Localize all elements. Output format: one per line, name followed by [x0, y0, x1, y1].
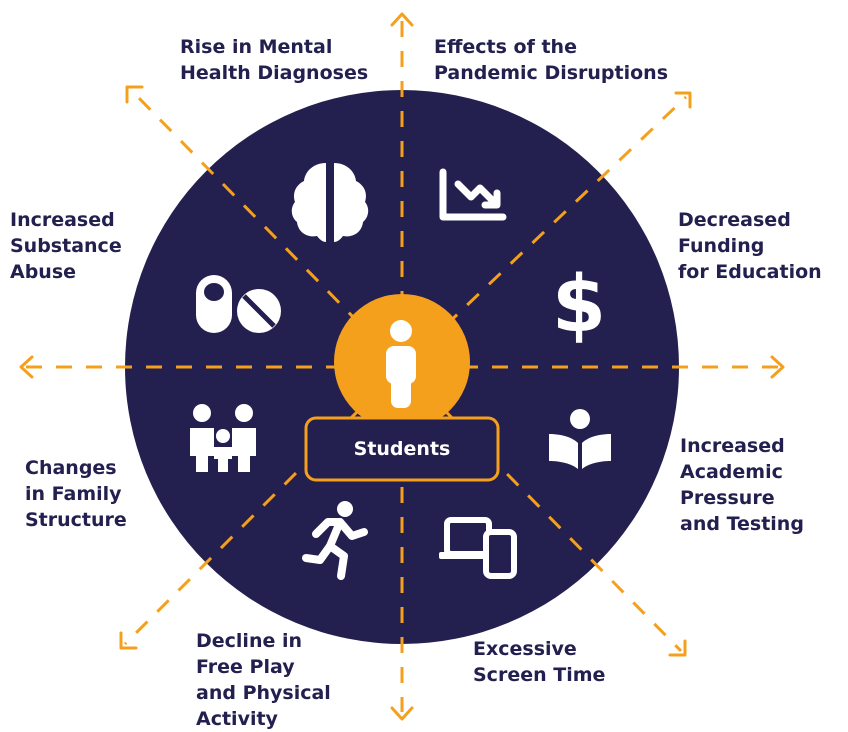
- book-reader-icon: [549, 409, 611, 469]
- factor-label-mental-health: Rise in Mental Health Diagnoses: [180, 36, 369, 84]
- family-icon: [190, 404, 256, 472]
- running-person-icon: [302, 501, 368, 580]
- arrowhead-bottom-left: [119, 631, 138, 650]
- dollar-icon: $: [552, 260, 606, 350]
- arrowhead-bottom-right: [668, 639, 687, 657]
- chart-decline-icon: [439, 168, 507, 221]
- factor-label-screen-time: Excessive Screen Time: [473, 638, 606, 686]
- brain-icon: [291, 163, 369, 242]
- arrowhead-top-left: [125, 85, 144, 104]
- spoke-bottom-right: [400, 365, 683, 653]
- factor-label-pandemic: Effects of the Pandemic Disruptions: [434, 36, 669, 84]
- arrowhead-top-right: [674, 91, 692, 109]
- svg-text:$: $: [552, 260, 606, 350]
- center-label: Students: [353, 438, 451, 460]
- factor-label-substance: Increased Substance Abuse: [10, 209, 122, 283]
- devices-icon: [439, 517, 517, 579]
- pills-icon: [196, 275, 281, 333]
- factor-label-family: Changes in Family Structure: [25, 457, 127, 531]
- arrowhead-bottom: [390, 706, 414, 721]
- factor-label-free-play: Decline in Free Play and Physical Activi…: [196, 630, 331, 730]
- arrowheads: [19, 12, 785, 721]
- person-icon: [386, 320, 416, 408]
- arrowhead-top: [390, 12, 414, 27]
- arrowhead-left: [19, 355, 34, 379]
- center-label-box: [304, 416, 500, 482]
- factor-label-funding: Decreased Funding for Education: [678, 209, 822, 283]
- factor-label-academic-pressure: Increased Academic Pressure and Testing: [680, 435, 804, 535]
- spoke-bottom-left: [123, 365, 404, 646]
- arrowhead-right: [770, 355, 785, 379]
